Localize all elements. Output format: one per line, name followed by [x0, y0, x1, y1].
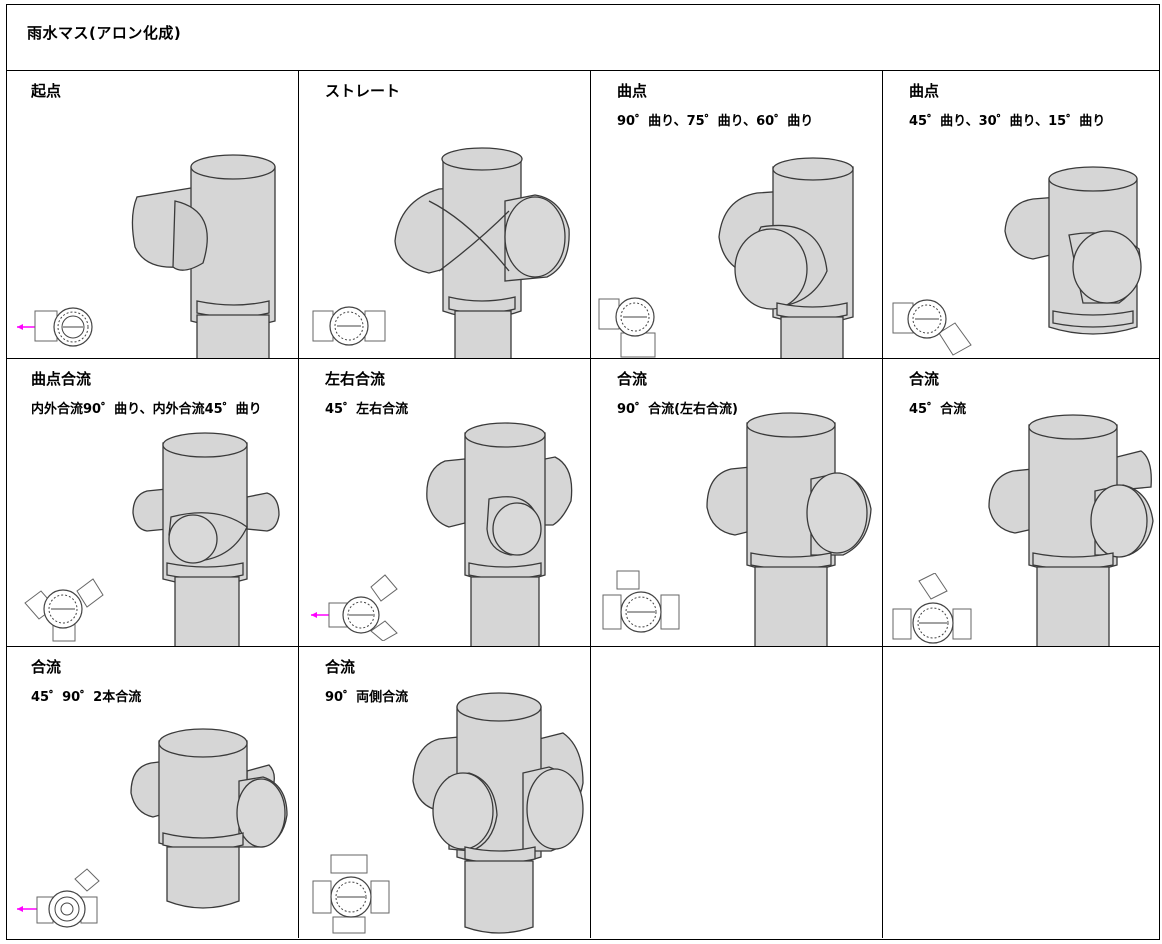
double-confluence-plan-icon	[17, 868, 100, 928]
bend-confluence-plan-icon	[24, 578, 104, 642]
cell-subtitle: 内外合流90゜曲り、内外合流45゜曲り	[31, 402, 262, 417]
straight-fitting-illustration	[394, 147, 570, 358]
cell-empty-2	[883, 647, 1159, 938]
cell-title: 起点	[31, 82, 62, 100]
cell-both-sides-confluence: 合流 90゜両側合流	[299, 647, 591, 938]
confluence-45-fitting-illustration	[988, 414, 1154, 646]
cell-subtitle: 90゜曲り、75゜曲り、60゜曲り	[617, 114, 814, 129]
confluence-90-plan-icon	[602, 570, 680, 633]
grid-row-1: 起点	[7, 71, 1159, 359]
cell-subtitle: 90゜両側合流	[325, 690, 409, 705]
cell-start-point: 起点	[7, 71, 299, 358]
cell-title: 合流	[325, 658, 356, 676]
cell-empty-1	[591, 647, 883, 938]
bend-large-plan-icon	[598, 297, 656, 358]
confluence-45-plan-icon	[892, 573, 972, 644]
bend-small-fitting-illustration	[1004, 166, 1142, 335]
cell-bend-small: 曲点 45゜曲り、30゜曲り、15゜曲り	[883, 71, 1159, 358]
page-title: 雨水マス(アロン化成)	[27, 24, 182, 42]
cell-confluence-90: 合流 90゜合流(左右合流)	[591, 359, 883, 646]
cell-title: 合流	[909, 370, 940, 388]
bend-small-plan-icon	[892, 299, 972, 356]
cell-title: 曲点合流	[31, 370, 92, 388]
bend-large-fitting-illustration	[718, 157, 854, 358]
cell-subtitle: 45゜曲り、30゜曲り、15゜曲り	[909, 114, 1106, 129]
start-point-fitting-illustration	[131, 154, 276, 358]
cell-subtitle: 45゜合流	[909, 402, 967, 417]
cell-title: 曲点	[617, 82, 648, 100]
catalog-sheet: 雨水マス(アロン化成) 起点	[6, 4, 1160, 940]
cell-confluence-45: 合流 45゜合流	[883, 359, 1159, 646]
confluence-90-fitting-illustration	[706, 412, 872, 646]
cell-title: 曲点	[909, 82, 940, 100]
both-sides-confluence-fitting-illustration	[412, 692, 584, 934]
cell-double-confluence: 合流 45゜90゜2本合流	[7, 647, 299, 938]
cell-subtitle: 90゜合流(左右合流)	[617, 402, 738, 417]
cell-bend-large: 曲点 90゜曲り、75゜曲り、60゜曲り	[591, 71, 883, 358]
cell-left-right-confluence: 左右合流 45゜左右合流	[299, 359, 591, 646]
cell-title: 合流	[617, 370, 648, 388]
cell-straight: ストレート	[299, 71, 591, 358]
cell-title: 左右合流	[325, 370, 386, 388]
left-right-confluence-plan-icon	[311, 574, 398, 641]
double-confluence-fitting-illustration	[130, 728, 288, 909]
cell-title: 合流	[31, 658, 62, 676]
start-point-plan-icon	[17, 307, 93, 347]
cell-subtitle: 45゜90゜2本合流	[31, 690, 142, 705]
left-right-confluence-fitting-illustration	[426, 422, 573, 646]
cell-subtitle: 45゜左右合流	[325, 402, 409, 417]
bend-confluence-fitting-illustration	[132, 432, 280, 646]
cell-title: ストレート	[325, 82, 401, 100]
straight-plan-icon	[312, 306, 386, 346]
both-sides-confluence-plan-icon	[312, 854, 390, 934]
title-cell: 雨水マス(アロン化成)	[7, 5, 1159, 71]
grid-row-2: 曲点合流 内外合流90゜曲り、内外合流45゜曲り	[7, 359, 1159, 647]
cell-bend-confluence: 曲点合流 内外合流90゜曲り、内外合流45゜曲り	[7, 359, 299, 646]
grid-row-3: 合流 45゜90゜2本合流	[7, 647, 1159, 938]
